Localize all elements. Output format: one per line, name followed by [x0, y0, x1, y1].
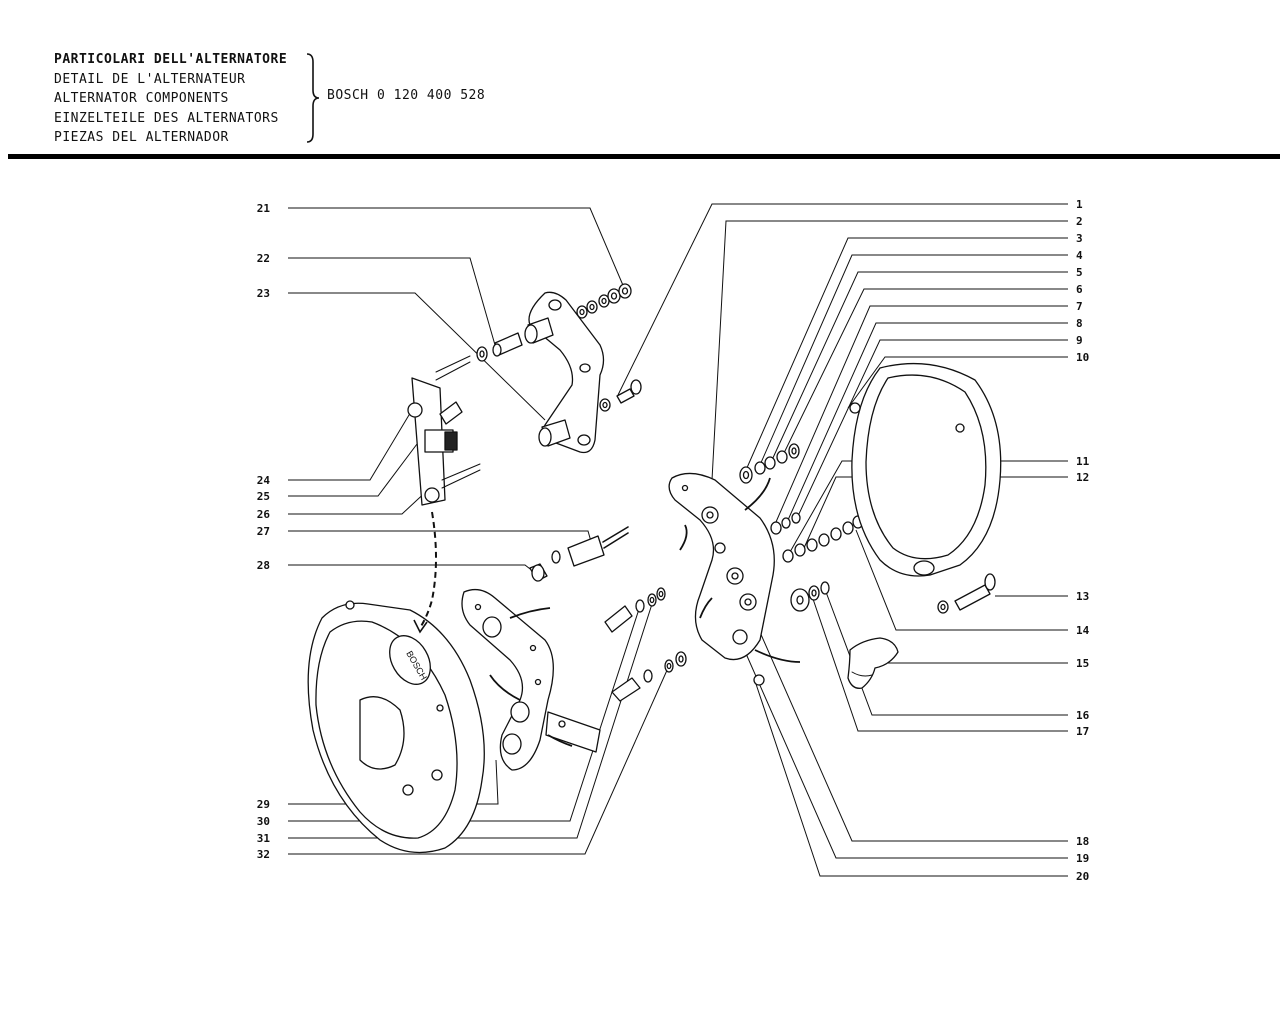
leader-line-23 — [288, 292, 546, 421]
leader-line-24 — [288, 409, 413, 481]
leader-line-25 — [288, 439, 421, 497]
callout-label-12: 12 — [1076, 471, 1089, 484]
terminal-boot — [847, 637, 899, 689]
callout-label-9: 9 — [1076, 334, 1083, 347]
callout-labels: 2122232425262728293031321234567891011121… — [257, 198, 1090, 883]
sleeve-stud — [476, 332, 523, 362]
diode-plate — [461, 588, 601, 771]
brace-icon — [306, 53, 320, 143]
callout-label-5: 5 — [1076, 266, 1083, 279]
nut — [529, 563, 548, 582]
callout-label-15: 15 — [1076, 657, 1089, 670]
callout-label-28: 28 — [257, 559, 270, 572]
title-italian: PARTICOLARI DELL'ALTERNATORE — [54, 52, 288, 67]
leader-line-7 — [775, 305, 1068, 523]
callout-label-14: 14 — [1076, 624, 1090, 637]
bracket-bolt — [599, 379, 642, 412]
callout-label-23: 23 — [257, 287, 270, 300]
mounting-bracket — [524, 291, 605, 454]
title-spanish: PIEZAS DEL ALTERNADOR — [54, 130, 229, 145]
leader-line-27 — [288, 530, 593, 546]
callout-label-27: 27 — [257, 525, 270, 538]
leader-line-22 — [288, 257, 496, 346]
leader-line-14 — [855, 529, 1068, 631]
through-bolt — [937, 573, 996, 614]
callout-label-24: 24 — [257, 474, 271, 487]
header-block: PARTICOLARI DELL'ALTERNATORE DETAIL DE L… — [54, 50, 287, 148]
callout-label-6: 6 — [1076, 283, 1083, 296]
callout-label-18: 18 — [1076, 835, 1089, 848]
leader-line-3 — [745, 237, 1068, 471]
leader-line-28 — [288, 564, 535, 573]
leader-line-20 — [755, 683, 1068, 877]
terminal-nut — [790, 581, 830, 612]
leader-line-9 — [797, 339, 1068, 517]
arrow-head-icon — [413, 619, 428, 634]
leader-line-18 — [751, 613, 1068, 842]
callout-label-17: 17 — [1076, 725, 1089, 738]
callout-label-11: 11 — [1076, 455, 1090, 468]
terminal-studs — [604, 587, 687, 702]
leader-line-6 — [783, 288, 1068, 454]
callout-label-20: 20 — [1076, 870, 1089, 883]
callout-label-1: 1 — [1076, 198, 1083, 211]
rectifier-plate — [668, 472, 775, 661]
leader-line-5 — [771, 271, 1068, 461]
end-cover — [849, 362, 1002, 577]
callout-label-16: 16 — [1076, 709, 1090, 722]
title-german: EINZELTEILE DES ALTERNATORS — [54, 110, 279, 126]
leader-line-15 — [863, 662, 1068, 677]
washer-stack-upper-right — [739, 443, 800, 484]
callout-label-4: 4 — [1076, 249, 1083, 262]
leader-line-21 — [288, 207, 626, 291]
alternator-housing — [307, 600, 485, 854]
callout-label-32: 32 — [257, 848, 270, 861]
callout-label-26: 26 — [257, 508, 271, 521]
callout-label-13: 13 — [1076, 590, 1089, 603]
callout-label-30: 30 — [257, 815, 270, 828]
leader-line-19 — [739, 639, 1068, 859]
spacer-bolt — [551, 526, 629, 567]
wires — [489, 477, 801, 747]
callout-label-8: 8 — [1076, 317, 1083, 330]
callout-label-7: 7 — [1076, 300, 1083, 313]
leader-line-10 — [847, 356, 1068, 409]
leader-line-17 — [811, 595, 1068, 732]
leader-line-8 — [787, 322, 1068, 521]
leader-line-32 — [288, 667, 669, 855]
assembly-arrow — [419, 511, 437, 629]
callout-label-25: 25 — [257, 490, 270, 503]
title-english: ALTERNATOR COMPONENTS — [54, 91, 229, 106]
callout-label-22: 22 — [257, 252, 270, 265]
leader-line-16 — [825, 591, 1068, 716]
spring-ball — [753, 674, 765, 686]
leader-line-2 — [711, 220, 1068, 481]
callout-label-31: 31 — [257, 832, 271, 845]
callout-label-21: 21 — [257, 202, 271, 215]
callout-label-19: 19 — [1076, 852, 1089, 865]
leader-line-1 — [617, 203, 1068, 396]
callout-label-2: 2 — [1076, 215, 1083, 228]
model-number: BOSCH 0 120 400 528 — [327, 88, 486, 103]
callout-label-29: 29 — [257, 798, 270, 811]
washer-stack-top — [576, 283, 632, 319]
leader-line-4 — [759, 254, 1068, 466]
title-french: DETAIL DE L'ALTERNATEUR — [54, 71, 246, 87]
header-divider — [8, 154, 1280, 159]
callout-label-10: 10 — [1076, 351, 1089, 364]
callout-label-3: 3 — [1076, 232, 1083, 245]
leader-line-26 — [288, 487, 431, 515]
brush-holder — [407, 355, 481, 506]
